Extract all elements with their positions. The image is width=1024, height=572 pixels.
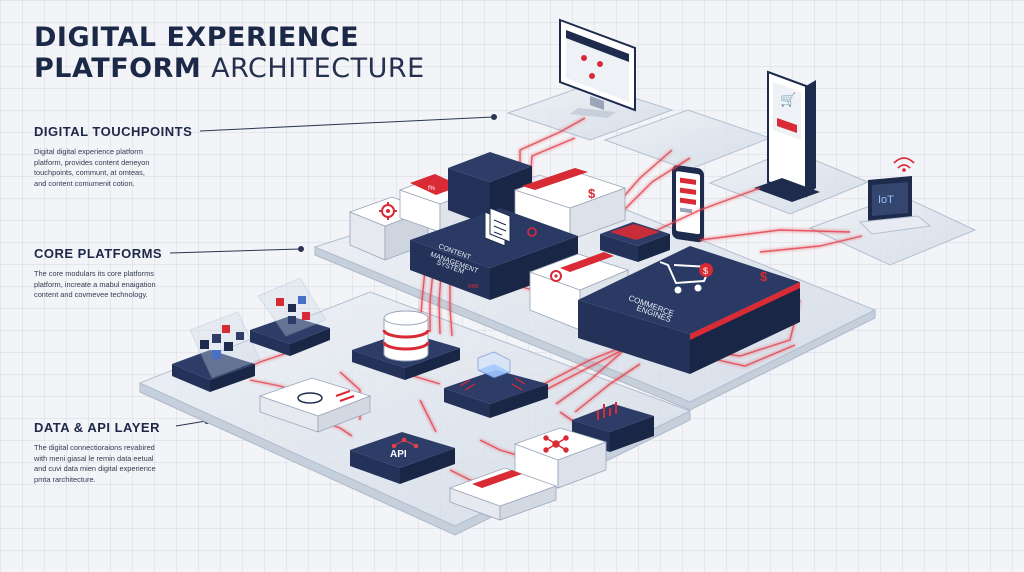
cart-glyph: 🛒 [780,92,796,108]
monitor-icon [559,18,636,118]
section-heading-data: DATA & API LAYER [34,420,160,435]
iot-label: IoT [878,194,894,206]
section-text-core: The core modulars its core platforms pla… [34,269,224,301]
data-cubes-center [250,277,330,356]
section-text-touchpoints: Digital digital experience platform plat… [34,147,224,189]
commerce-engine-block: $ $ COMMERCE ENGINES [578,246,800,374]
flow-line [555,351,623,405]
network-icon [543,435,569,453]
core-leader-line [169,248,301,254]
title-line-2-bold: PLATFORM [34,53,202,84]
chart-icon [597,402,617,420]
flow-line [449,276,453,337]
flow-line [438,273,442,335]
section-heading-core: CORE PLATFORMS [34,246,163,261]
touchpoints-leader-line [199,116,494,132]
touchpoints-line: Digital digital experience platform [34,147,143,156]
page-title: DIGITAL EXPERIENCE PLATFORM ARCHITECTURE [34,22,425,84]
network-icon [391,437,419,449]
title-line-2: PLATFORM ARCHITECTURE [34,53,425,84]
iot-device-icon: IoT [858,157,932,235]
data-line: with meni giasal le remin data eetual [34,453,154,463]
core-line: The core modulars its core platforms [34,269,154,278]
flow-line [699,229,851,241]
data-leader-line [175,420,207,427]
touchpoints-line: platform, provides content deneyon [34,157,150,167]
api-block: API [350,432,455,484]
core-line: platform, increate a mabul enaigation [34,279,156,289]
kiosk-icon: 🛒 [754,70,820,202]
smartphone-icon [672,165,704,243]
section-digital-touchpoints: DIGITAL TOUCHPOINTS Digital digital expe… [34,124,224,189]
data-line: The digital connectioraions revabired [34,443,155,452]
section-data-api-layer: DATA & API LAYER The digital connectiora… [34,420,224,485]
core-block-navy [448,152,532,226]
data-bar-block [448,467,558,521]
core-block-connector [600,222,670,262]
gear-icon [550,270,562,282]
flow-line [759,235,863,253]
touchpoints-line: and content comumenit cotion. [34,178,135,188]
core-line: content and covmevee technology. [34,290,148,299]
api-label: API [390,449,407,460]
section-heading-touchpoints: DIGITAL TOUCHPOINTS [34,124,193,139]
flow-line [429,271,434,332]
cpu-block [444,351,548,418]
database-icon [382,310,430,362]
flow-line [619,157,691,215]
cms-badge: NNB [468,284,479,290]
gear-icon [379,202,397,220]
flow-line [639,187,761,239]
database-block [352,310,460,380]
touchpoints-line: touchpoints, communt, at omteas, [34,168,145,177]
network-block [513,427,608,489]
touchpoints-leader-dot [491,114,497,120]
title-line-2-thin: ARCHITECTURE [211,53,425,84]
data-white-block [258,377,372,433]
data-cubes-left [172,311,261,392]
section-text-data: The digital connectioraions revabired wi… [34,443,224,485]
dollar-icon: $ [760,269,768,284]
core-leader-dot [298,246,304,252]
card-mini-text: f% [428,186,436,192]
dollar-badge-icon [699,263,713,277]
data-line: and cuvi data mien digital experience [34,464,156,473]
flow-line [419,399,437,433]
gear-icon [527,227,537,237]
flow-line [574,363,641,413]
core-block-payments: $ [513,168,627,241]
document-icon [484,207,511,247]
data-cube-icon [276,296,310,324]
data-line: pmta rarchitecture. [34,474,96,484]
dollar-badge-text: $ [703,266,708,276]
section-core-platforms: CORE PLATFORMS The core modulars its cor… [34,246,224,301]
title-line-1: DIGITAL EXPERIENCE [34,22,360,53]
data-cube-icon [200,325,244,359]
dollar-icon: $ [588,186,596,201]
flow-line [479,439,521,457]
cpu-chip-icon [459,351,526,391]
cms-block: CONTENT MANAGEMENT SYSTEM NNB [410,207,578,300]
storage-icon [297,392,323,404]
